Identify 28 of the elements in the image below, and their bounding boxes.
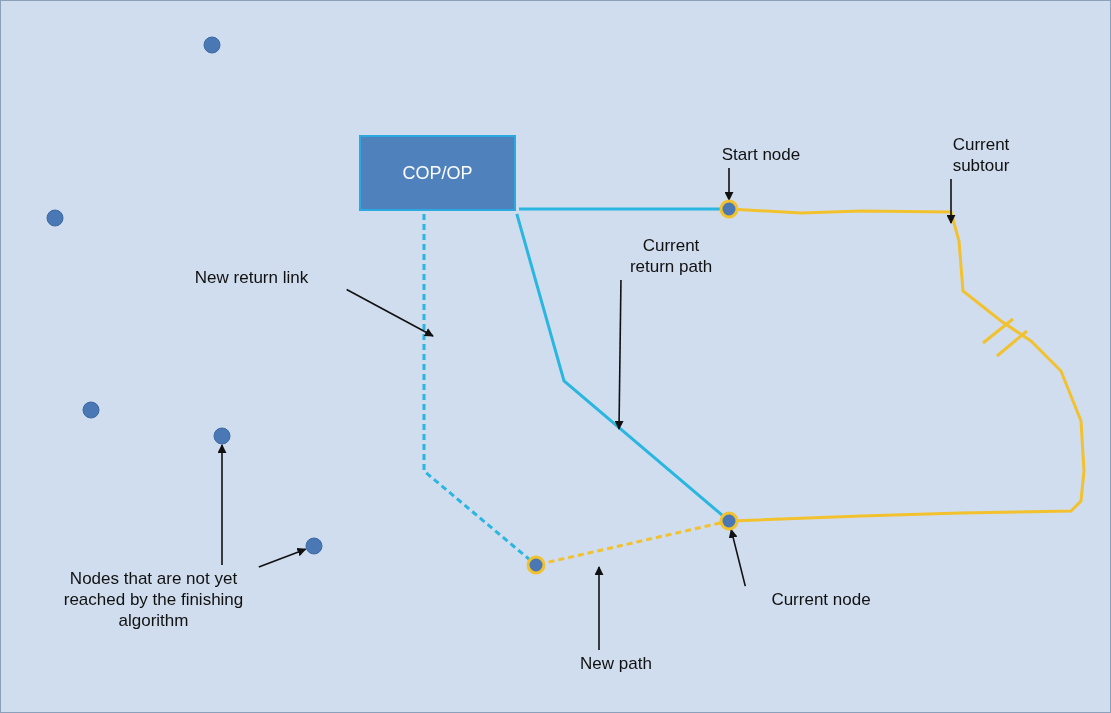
leader-line bbox=[258, 547, 307, 568]
leader-line bbox=[946, 178, 956, 224]
leader-line bbox=[728, 528, 747, 587]
path-line bbox=[737, 208, 1086, 523]
leader-line bbox=[724, 167, 734, 201]
node-dot bbox=[82, 401, 100, 419]
leader-line bbox=[614, 279, 624, 430]
node-dot bbox=[526, 555, 546, 575]
node-dot bbox=[719, 199, 739, 219]
path-line bbox=[515, 213, 724, 517]
leader-line bbox=[217, 444, 227, 566]
node-dot bbox=[719, 511, 739, 531]
process-box: COP/OP bbox=[359, 135, 516, 211]
leader-line bbox=[594, 566, 604, 651]
path-line bbox=[422, 214, 531, 561]
path-line bbox=[519, 207, 720, 211]
node-dot bbox=[46, 209, 64, 227]
annotation-text: Nodes that are not yet reached by the finishing algorithm bbox=[51, 568, 256, 631]
leader-line bbox=[345, 288, 434, 337]
annotation-text: Current return path bbox=[621, 235, 721, 277]
annotation-text: New return link bbox=[159, 267, 344, 288]
node-dot bbox=[305, 537, 323, 555]
annotation-text: Current node bbox=[746, 589, 896, 610]
annotation-text: Start node bbox=[706, 144, 816, 165]
annotation-text: New path bbox=[571, 653, 661, 674]
node-dot bbox=[203, 36, 221, 54]
annotation-text: Current subtour bbox=[941, 134, 1021, 176]
node-dot bbox=[213, 427, 231, 445]
